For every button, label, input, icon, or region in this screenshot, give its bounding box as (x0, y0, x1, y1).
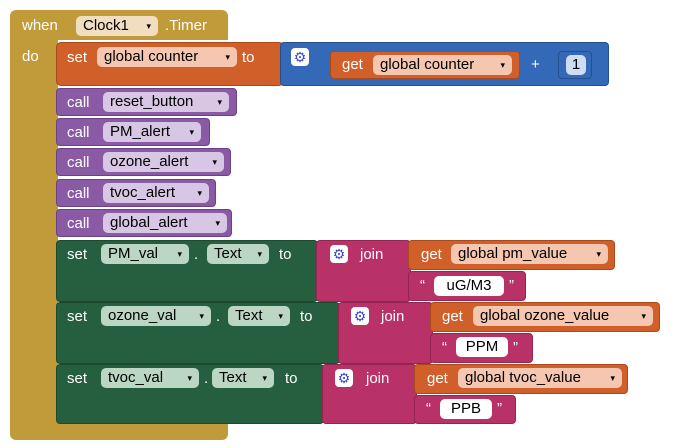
property-dropdown-text[interactable]: Text ▾ (212, 368, 274, 388)
close-quote-icon: ” (509, 277, 514, 294)
chevron-down-icon: ▾ (212, 157, 217, 167)
chevron-down-icon: ▾ (215, 218, 220, 228)
open-quote-icon: “ (420, 277, 425, 294)
set-label: set (67, 308, 88, 325)
set-label: set (67, 49, 88, 66)
number-field[interactable]: 1 (566, 55, 586, 75)
property-dropdown-text[interactable]: Text ▾ (228, 306, 290, 326)
dot-label: . (216, 308, 221, 325)
gear-icon[interactable]: ⚙ (330, 245, 348, 263)
procedure-dropdown-tvoc-alert[interactable]: tvoc_alert ▾ (103, 183, 209, 203)
gear-icon[interactable]: ⚙ (291, 48, 309, 66)
procedure-dropdown-global-alert[interactable]: global_alert ▾ (103, 213, 227, 233)
variable-dropdown-global-counter-get[interactable]: global counter ▾ (373, 55, 512, 75)
component-dropdown-pm-val[interactable]: PM_val ▾ (101, 244, 189, 264)
plus-operator: + (531, 56, 540, 73)
join-label: join (381, 308, 405, 325)
close-quote-icon: ” (513, 339, 518, 356)
text-field-ug-m3[interactable]: uG/M3 (434, 276, 504, 296)
gear-icon[interactable]: ⚙ (351, 307, 369, 325)
component-dropdown-clock1[interactable]: Clock1 ▾ (76, 16, 158, 36)
chevron-down-icon: ▾ (225, 52, 230, 62)
get-label: get (442, 308, 463, 325)
call-label: call (67, 154, 90, 171)
get-label: get (421, 246, 442, 263)
property-dropdown-text[interactable]: Text ▾ (207, 244, 269, 264)
to-label: to (300, 308, 313, 325)
chevron-down-icon: ▾ (187, 373, 192, 383)
to-label: to (279, 246, 292, 263)
procedure-dropdown-ozone-alert[interactable]: ozone_alert ▾ (103, 152, 224, 172)
dot-label: . (204, 370, 209, 387)
to-label: to (242, 49, 255, 66)
event-block-body (10, 40, 56, 425)
get-label: get (427, 370, 448, 387)
text-field-ppb[interactable]: PPB (440, 399, 492, 419)
to-label: to (285, 370, 298, 387)
chevron-down-icon: ▾ (197, 188, 202, 198)
chevron-down-icon: ▾ (146, 21, 151, 31)
call-label: call (67, 124, 90, 141)
variable-dropdown-global-tvoc-value[interactable]: global tvoc_value ▾ (458, 368, 622, 388)
set-label: set (67, 370, 88, 387)
call-label: call (67, 215, 90, 232)
call-label: call (67, 94, 90, 111)
when-label: when (22, 17, 58, 34)
gear-icon[interactable]: ⚙ (335, 369, 353, 387)
chevron-down-icon: ▾ (189, 127, 194, 137)
chevron-down-icon: ▾ (257, 249, 262, 259)
set-label: set (67, 246, 88, 263)
chevron-down-icon: ▾ (278, 311, 283, 321)
component-dropdown-ozone-val[interactable]: ozone_val ▾ (101, 306, 211, 326)
component-dropdown-tvoc-val[interactable]: tvoc_val ▾ (101, 368, 199, 388)
event-name-label: .Timer (165, 17, 207, 34)
join-label: join (360, 246, 384, 263)
do-label: do (22, 48, 39, 65)
chevron-down-icon: ▾ (262, 373, 267, 383)
chevron-down-icon: ▾ (217, 97, 222, 107)
variable-dropdown-global-counter[interactable]: global counter ▾ (97, 47, 237, 67)
dot-label: . (194, 246, 199, 263)
text-field-ppm[interactable]: PPM (456, 337, 508, 357)
variable-dropdown-global-ozone-value[interactable]: global ozone_value ▾ (473, 306, 653, 326)
chevron-down-icon: ▾ (596, 249, 601, 259)
variable-dropdown-global-pm-value[interactable]: global pm_value ▾ (451, 244, 608, 264)
call-label: call (67, 185, 90, 202)
procedure-dropdown-pm-alert[interactable]: PM_alert ▾ (103, 122, 201, 142)
open-quote-icon: “ (426, 400, 431, 417)
chevron-down-icon: ▾ (199, 311, 204, 321)
chevron-down-icon: ▾ (500, 60, 505, 70)
join-label: join (366, 370, 390, 387)
chevron-down-icon: ▾ (610, 373, 615, 383)
get-label: get (342, 56, 363, 73)
procedure-dropdown-reset-button[interactable]: reset_button ▾ (103, 92, 229, 112)
open-quote-icon: “ (442, 339, 447, 356)
chevron-down-icon: ▾ (177, 249, 182, 259)
close-quote-icon: ” (497, 400, 502, 417)
chevron-down-icon: ▾ (641, 311, 646, 321)
